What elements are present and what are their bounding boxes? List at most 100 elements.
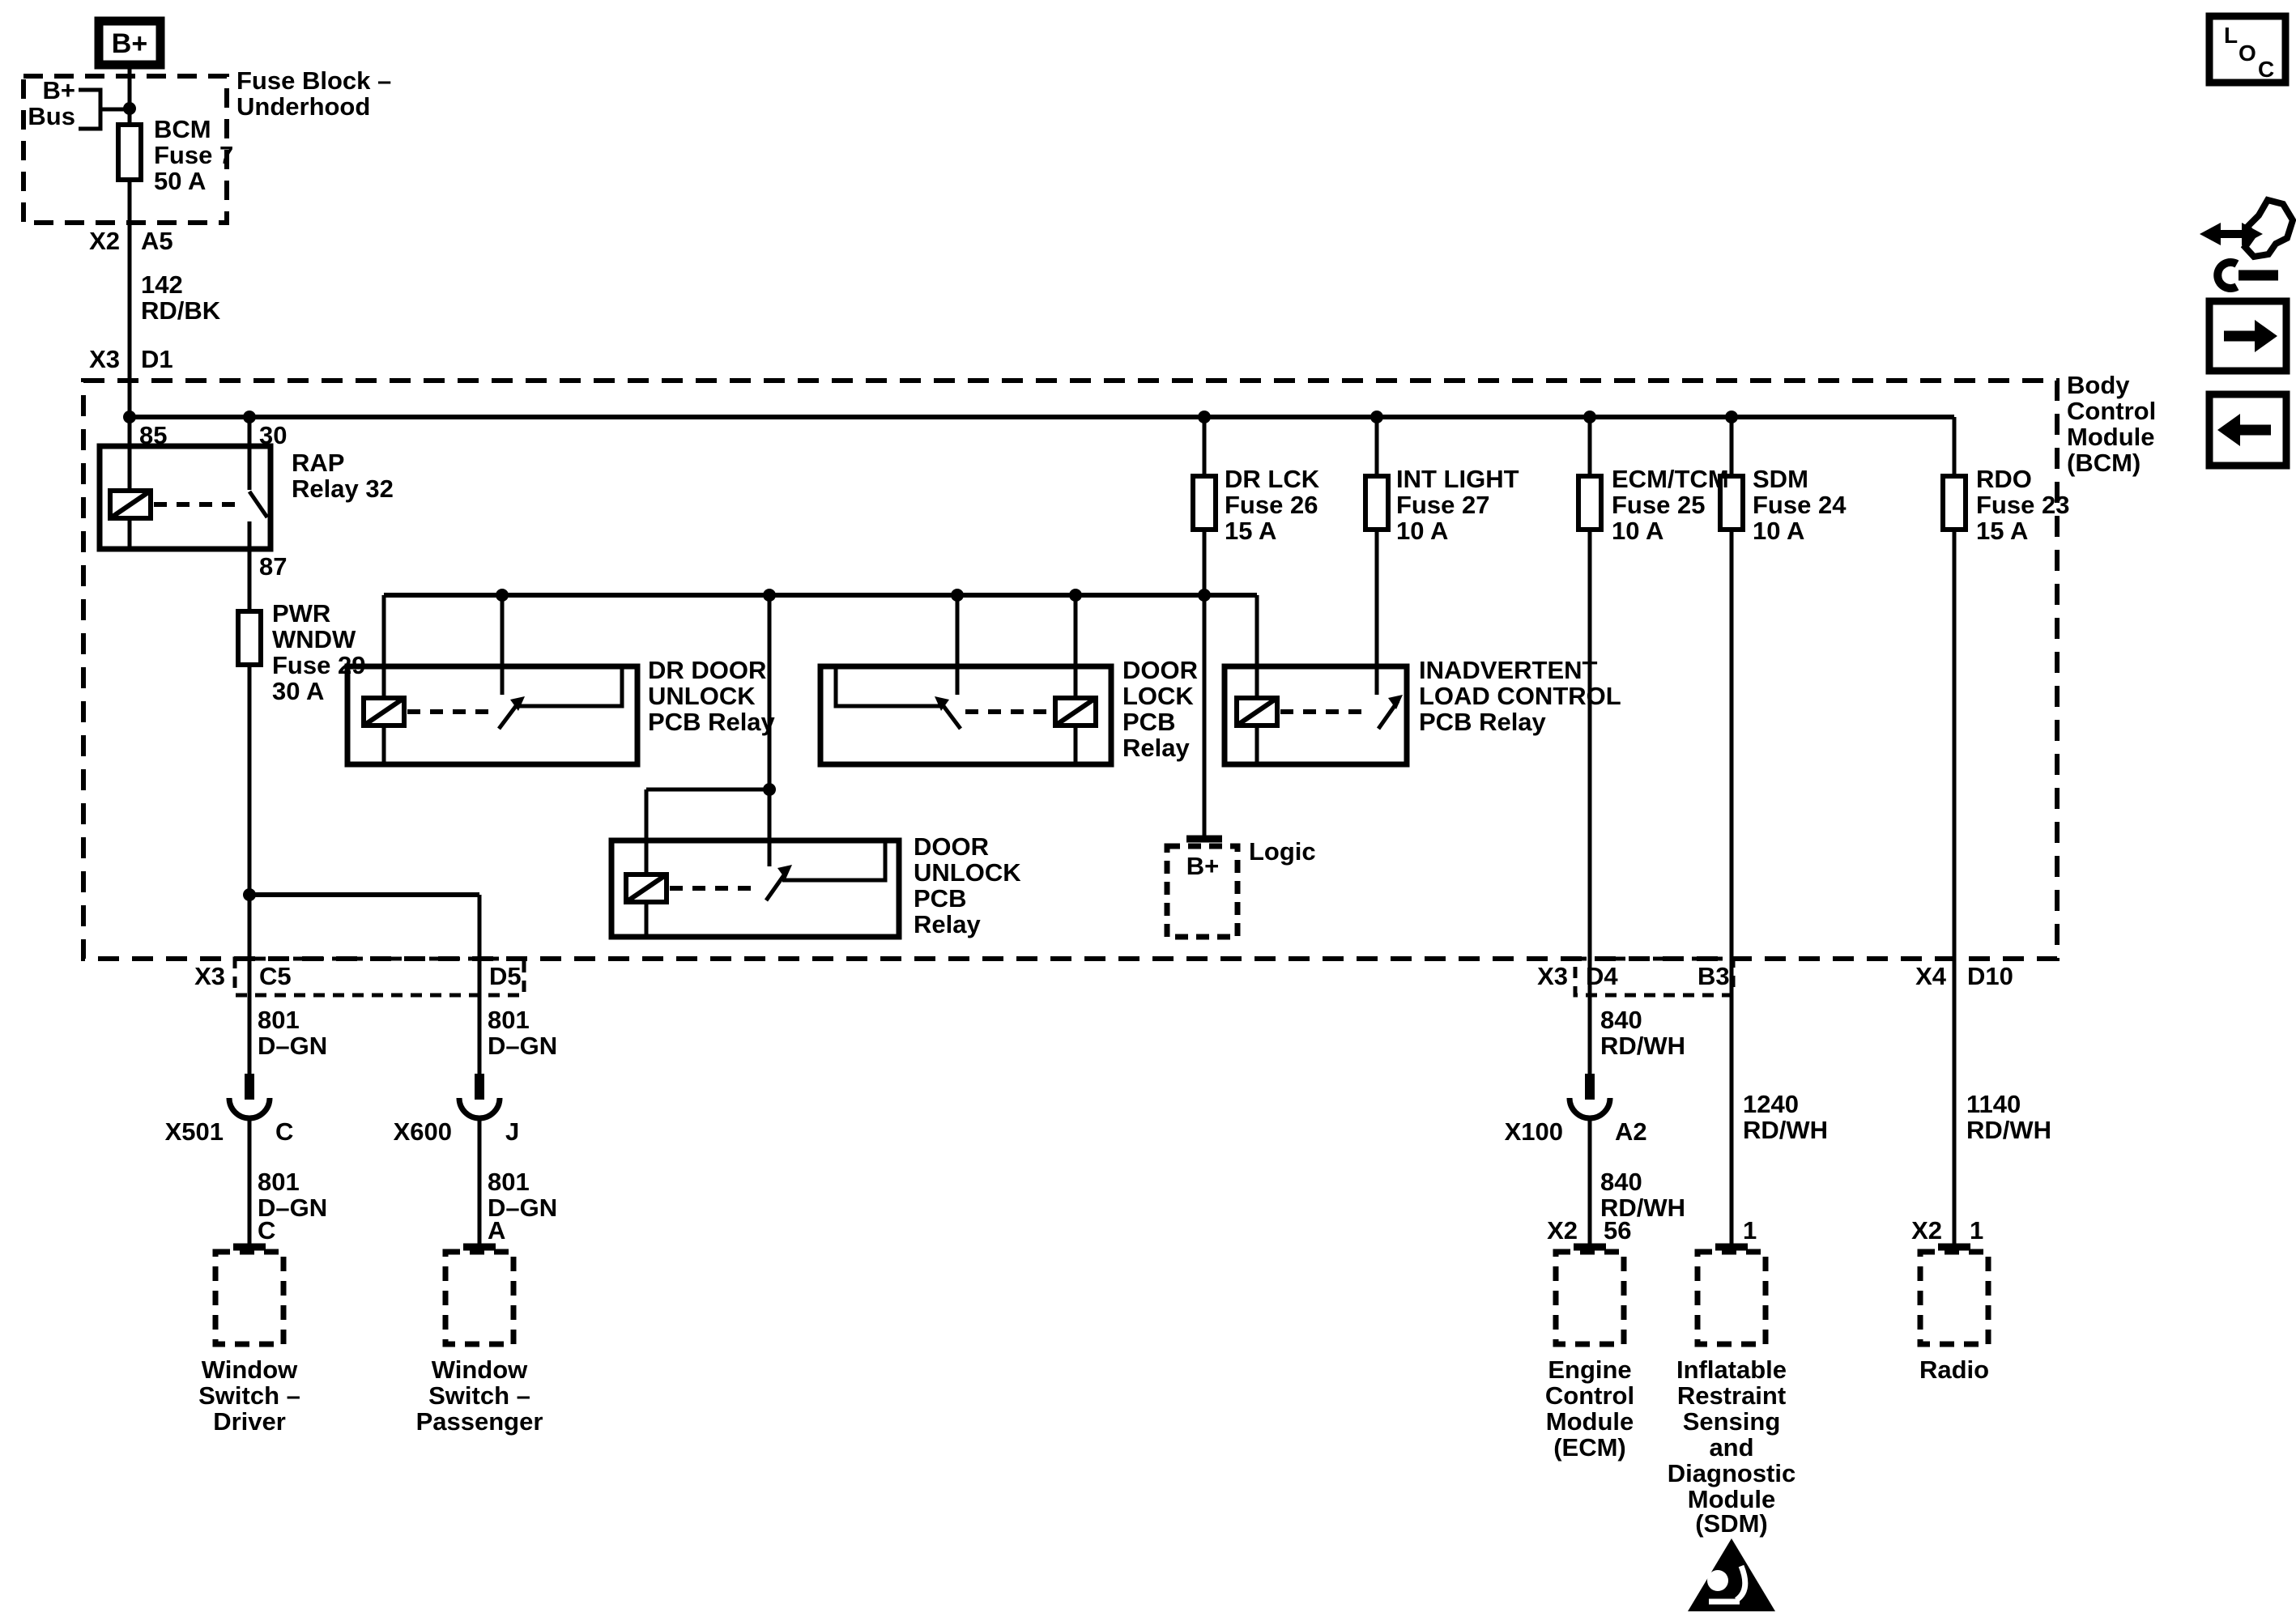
rap-relay-label-line2: Relay 32 xyxy=(292,474,394,503)
connector-x3-label: X3 xyxy=(89,345,120,373)
logic-label: Logic xyxy=(1249,837,1316,866)
wire-1240-number: 1240 xyxy=(1743,1090,1799,1118)
inadvertent-relay-line1: INADVERTENT xyxy=(1419,656,1598,684)
fuse-symbols xyxy=(116,122,1968,667)
door-lock-relay-line1: DOOR xyxy=(1122,656,1198,684)
connector-x501-label: X501 xyxy=(164,1117,224,1146)
window-switch-passenger-line1: Window xyxy=(431,1355,528,1384)
fuse-rdo-line3: 15 A xyxy=(1976,517,2029,545)
wire-840-b-number: 840 xyxy=(1600,1168,1642,1196)
fuse-dr-lck-line2: Fuse 26 xyxy=(1225,491,1318,519)
ecm-pin-56-label: 56 xyxy=(1604,1216,1632,1245)
back-arrow-button[interactable] xyxy=(2205,390,2290,470)
wire-142-color: RD/BK xyxy=(141,296,221,325)
wire-840-b-color: RD/WH xyxy=(1600,1194,1686,1222)
pwr-wndw-label-line2: WNDW xyxy=(272,625,356,653)
radio-label: Radio xyxy=(1919,1355,1990,1384)
ecm-label-line1: Engine xyxy=(1548,1355,1632,1384)
sdm-label-line4: and xyxy=(1709,1433,1754,1462)
fuse-ecm-tcm-line1: ECM/TCM xyxy=(1612,465,1729,493)
dr-door-unlock-relay-box xyxy=(344,663,641,768)
wire-801-c-color: D–GN xyxy=(258,1194,328,1222)
loc-letter-o: O xyxy=(2238,40,2256,66)
fuse-block-label-line1: Fuse Block – xyxy=(236,66,392,95)
window-switch-passenger-line2: Switch – xyxy=(428,1381,530,1410)
wire-142-number: 142 xyxy=(141,270,183,299)
bcm-box xyxy=(81,378,2060,961)
radio-pin-1-label: 1 xyxy=(1970,1216,1984,1245)
b-plus-terminal-label: B+ xyxy=(111,28,148,59)
fuse-block-label-line2: Underhood xyxy=(236,92,371,121)
bcm-label-line2: Control xyxy=(2067,397,2157,425)
right-arrow-icon xyxy=(2255,320,2277,352)
dashed-borders xyxy=(21,74,2060,1347)
door-unlock-relay-line2: UNLOCK xyxy=(914,858,1021,887)
bcm-fuse-label-line3: 50 A xyxy=(154,167,207,195)
fuse-sdm-line3: 10 A xyxy=(1753,517,1805,545)
pin-d10-label: D10 xyxy=(1967,962,2013,990)
dr-door-unlock-relay-line1: DR DOOR xyxy=(648,656,767,684)
bcm-fuse-label-line2: Fuse 7 xyxy=(154,141,234,169)
dr-lck-fuse-26-symbol xyxy=(1191,474,1218,532)
junction-dots xyxy=(123,102,1738,901)
fuse-dr-lck-line3: 15 A xyxy=(1225,517,1277,545)
logic-b-plus-box xyxy=(1164,843,1241,940)
b-plus-bus-label-line1: B+ xyxy=(42,76,76,104)
wire-840-a-color: RD/WH xyxy=(1600,1032,1686,1060)
b-plus-terminal-box xyxy=(94,16,165,70)
pin-d5-label: D5 xyxy=(489,962,522,990)
wire-801-b-color: D–GN xyxy=(488,1032,558,1060)
door-unlock-relay-line3: PCB xyxy=(914,884,967,913)
bcm-label-line1: Body xyxy=(2067,371,2130,399)
fuse-dr-lck-line1: DR LCK xyxy=(1225,465,1320,493)
wire-801-c-number: 801 xyxy=(258,1168,300,1196)
pin-a5-label: A5 xyxy=(141,227,173,255)
wire-801-a-number: 801 xyxy=(258,1006,300,1034)
pin-c-label: C xyxy=(275,1117,294,1146)
inadvertent-relay-line3: PCB Relay xyxy=(1419,708,1546,736)
rdo-fuse-23-symbol xyxy=(1940,474,1968,532)
door-lock-relay-line3: PCB xyxy=(1122,708,1176,736)
component-location-button[interactable] xyxy=(2200,196,2296,292)
sdm-label-line3: Sensing xyxy=(1682,1407,1781,1436)
door-lock-relay-line2: LOCK xyxy=(1122,682,1194,710)
rap-relay-box xyxy=(96,443,274,552)
sdm-label-line1: Inflatable xyxy=(1676,1355,1787,1384)
bcm-label-line4: (BCM) xyxy=(2067,449,2141,477)
forward-arrow-button[interactable] xyxy=(2205,297,2290,375)
pin-d1-label: D1 xyxy=(141,345,173,373)
fuse-int-light-line2: Fuse 27 xyxy=(1396,491,1490,519)
wires xyxy=(79,65,1970,1251)
bcm-fuse-7-symbol xyxy=(116,122,143,182)
fuse-int-light-line3: 10 A xyxy=(1396,517,1449,545)
wire-801-d-color: D–GN xyxy=(488,1194,558,1222)
pwr-wndw-fuse-29-symbol xyxy=(236,609,263,667)
door-lock-relay-box xyxy=(817,663,1114,768)
window-switch-driver-line2: Switch – xyxy=(198,1381,300,1410)
connector-x100-label: X100 xyxy=(1504,1117,1563,1146)
pwr-wndw-label-line3: Fuse 29 xyxy=(272,651,366,679)
sdm-label-line2: Restraint xyxy=(1676,1381,1787,1410)
rap-pin-87-label: 87 xyxy=(259,552,288,581)
passenger-pin-a-label: A xyxy=(488,1216,506,1245)
pin-c5-label: C5 xyxy=(259,962,292,990)
pin-d4-label: D4 xyxy=(1586,962,1618,990)
door-unlock-relay-box xyxy=(608,837,902,940)
pwr-wndw-label-line1: PWR xyxy=(272,599,331,628)
left-arrow-icon xyxy=(2217,414,2240,446)
window-switch-passenger-box xyxy=(442,1249,517,1347)
switch-arrowheads xyxy=(510,695,1403,879)
sdm-label-line5: Diagnostic xyxy=(1667,1459,1796,1487)
wire-801-a-color: D–GN xyxy=(258,1032,328,1060)
ecm-label-line3: Module xyxy=(1545,1407,1634,1436)
wire-1140-number: 1140 xyxy=(1966,1090,2021,1118)
driver-pin-c-label: C xyxy=(258,1216,276,1245)
dr-door-unlock-relay-line2: UNLOCK xyxy=(648,682,756,710)
fuse-rdo-line1: RDO xyxy=(1976,465,2032,493)
connector-x2-label: X2 xyxy=(89,227,120,255)
loc-button[interactable] xyxy=(2205,12,2290,87)
int-light-fuse-27-symbol xyxy=(1363,474,1391,532)
relay-coils xyxy=(108,488,1280,904)
